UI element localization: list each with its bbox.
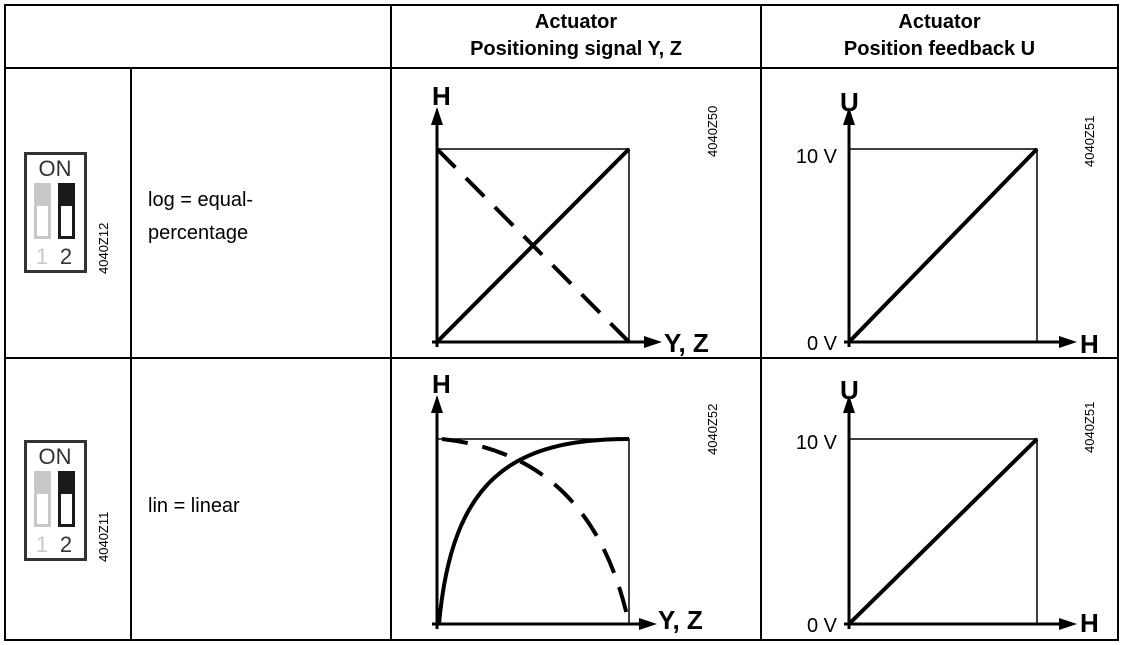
feedback-y-label: U — [840, 87, 859, 117]
feedback-y-max: 10 V — [796, 432, 838, 454]
signal-y-label: H — [432, 81, 451, 111]
header-position-feedback: Actuator Position feedback U — [762, 9, 1117, 63]
switch-1-knob — [37, 206, 48, 236]
feedback-x-label: H — [1080, 329, 1099, 357]
signal-curve-dashed — [441, 437, 631, 625]
feedback-y-min: 0 V — [807, 333, 838, 355]
signal-curve-solid — [437, 437, 630, 625]
feedback-chart-log: U H 10 V 0 V 4040Z51 — [796, 87, 1099, 357]
signal-y-arrow — [431, 395, 443, 413]
switch-num-1: 1 — [36, 244, 48, 269]
switch-num-2: 2 — [60, 532, 72, 557]
description-log: log = equal- percentage — [148, 184, 253, 250]
table-col-divider-switch — [130, 68, 132, 641]
switch-on-label: ON — [39, 444, 72, 469]
table-header-divider — [4, 67, 1119, 69]
feedback-curve — [847, 147, 1039, 344]
signal-x-arrow — [639, 618, 657, 630]
description-lin-line1: lin = linear — [148, 495, 240, 517]
signal-chart-lin: H Y, Z 4040Z52 — [431, 369, 720, 635]
feedback-chart-lin: U H 10 V 0 V 4040Z51 — [796, 375, 1099, 638]
signal-code: 4040Z52 — [705, 404, 720, 455]
table-border-top — [4, 4, 1119, 6]
feedback-y-min: 0 V — [807, 615, 838, 637]
feedback-x-arrow — [1059, 336, 1077, 348]
signal-chart-log: H Y, Z 4040Z50 — [431, 81, 720, 357]
signal-x-label: Y, Z — [664, 328, 709, 357]
table-col-divider-signal — [390, 4, 392, 641]
header-feedback-line2: Position feedback U — [843, 38, 1036, 60]
switch-2-knob — [61, 206, 72, 236]
dip-switch-lin: ON 1 2 — [24, 440, 87, 561]
dip-switch-log: ON 1 2 — [24, 152, 87, 273]
feedback-y-arrow — [843, 395, 855, 413]
description-log-line1: log = equal- — [148, 189, 254, 211]
header-positioning-signal: Actuator Positioning signal Y, Z — [392, 9, 760, 63]
description-log-line2: percentage — [148, 222, 249, 244]
feedback-y-arrow — [843, 107, 855, 125]
table-border-bottom — [4, 639, 1119, 641]
signal-x-arrow — [644, 336, 662, 348]
header-positioning-line2: Positioning signal Y, Z — [470, 38, 682, 60]
feedback-code: 4040Z51 — [1082, 116, 1097, 167]
signal-y-arrow — [431, 107, 443, 125]
signal-y-label: H — [432, 369, 451, 399]
signal-x-label: Y, Z — [658, 605, 703, 635]
signal-code: 4040Z50 — [705, 106, 720, 157]
table-border-right — [1117, 4, 1119, 641]
table-border-left — [4, 4, 6, 641]
switch-on-label: ON — [39, 156, 72, 181]
switch-2-knob — [61, 494, 72, 524]
header-feedback-line1: Actuator — [898, 11, 981, 33]
switch-num-2: 2 — [60, 244, 72, 269]
signal-curve-dashed — [435, 147, 631, 344]
switch-code-lin: 4040Z11 — [96, 511, 111, 562]
feedback-x-arrow — [1059, 618, 1077, 630]
table-row-divider — [4, 357, 1119, 359]
feedback-x-label: H — [1080, 608, 1099, 638]
switch-num-1: 1 — [36, 532, 48, 557]
feedback-y-max: 10 V — [796, 146, 838, 168]
description-lin: lin = linear — [148, 490, 240, 523]
feedback-curve — [847, 437, 1039, 626]
feedback-code: 4040Z51 — [1082, 402, 1097, 453]
switch-1-knob — [37, 494, 48, 524]
table-col-divider-feedback — [760, 4, 762, 641]
header-positioning-line1: Actuator — [534, 11, 618, 33]
feedback-y-label: U — [840, 375, 859, 405]
switch-code-log: 4040Z12 — [96, 222, 111, 274]
